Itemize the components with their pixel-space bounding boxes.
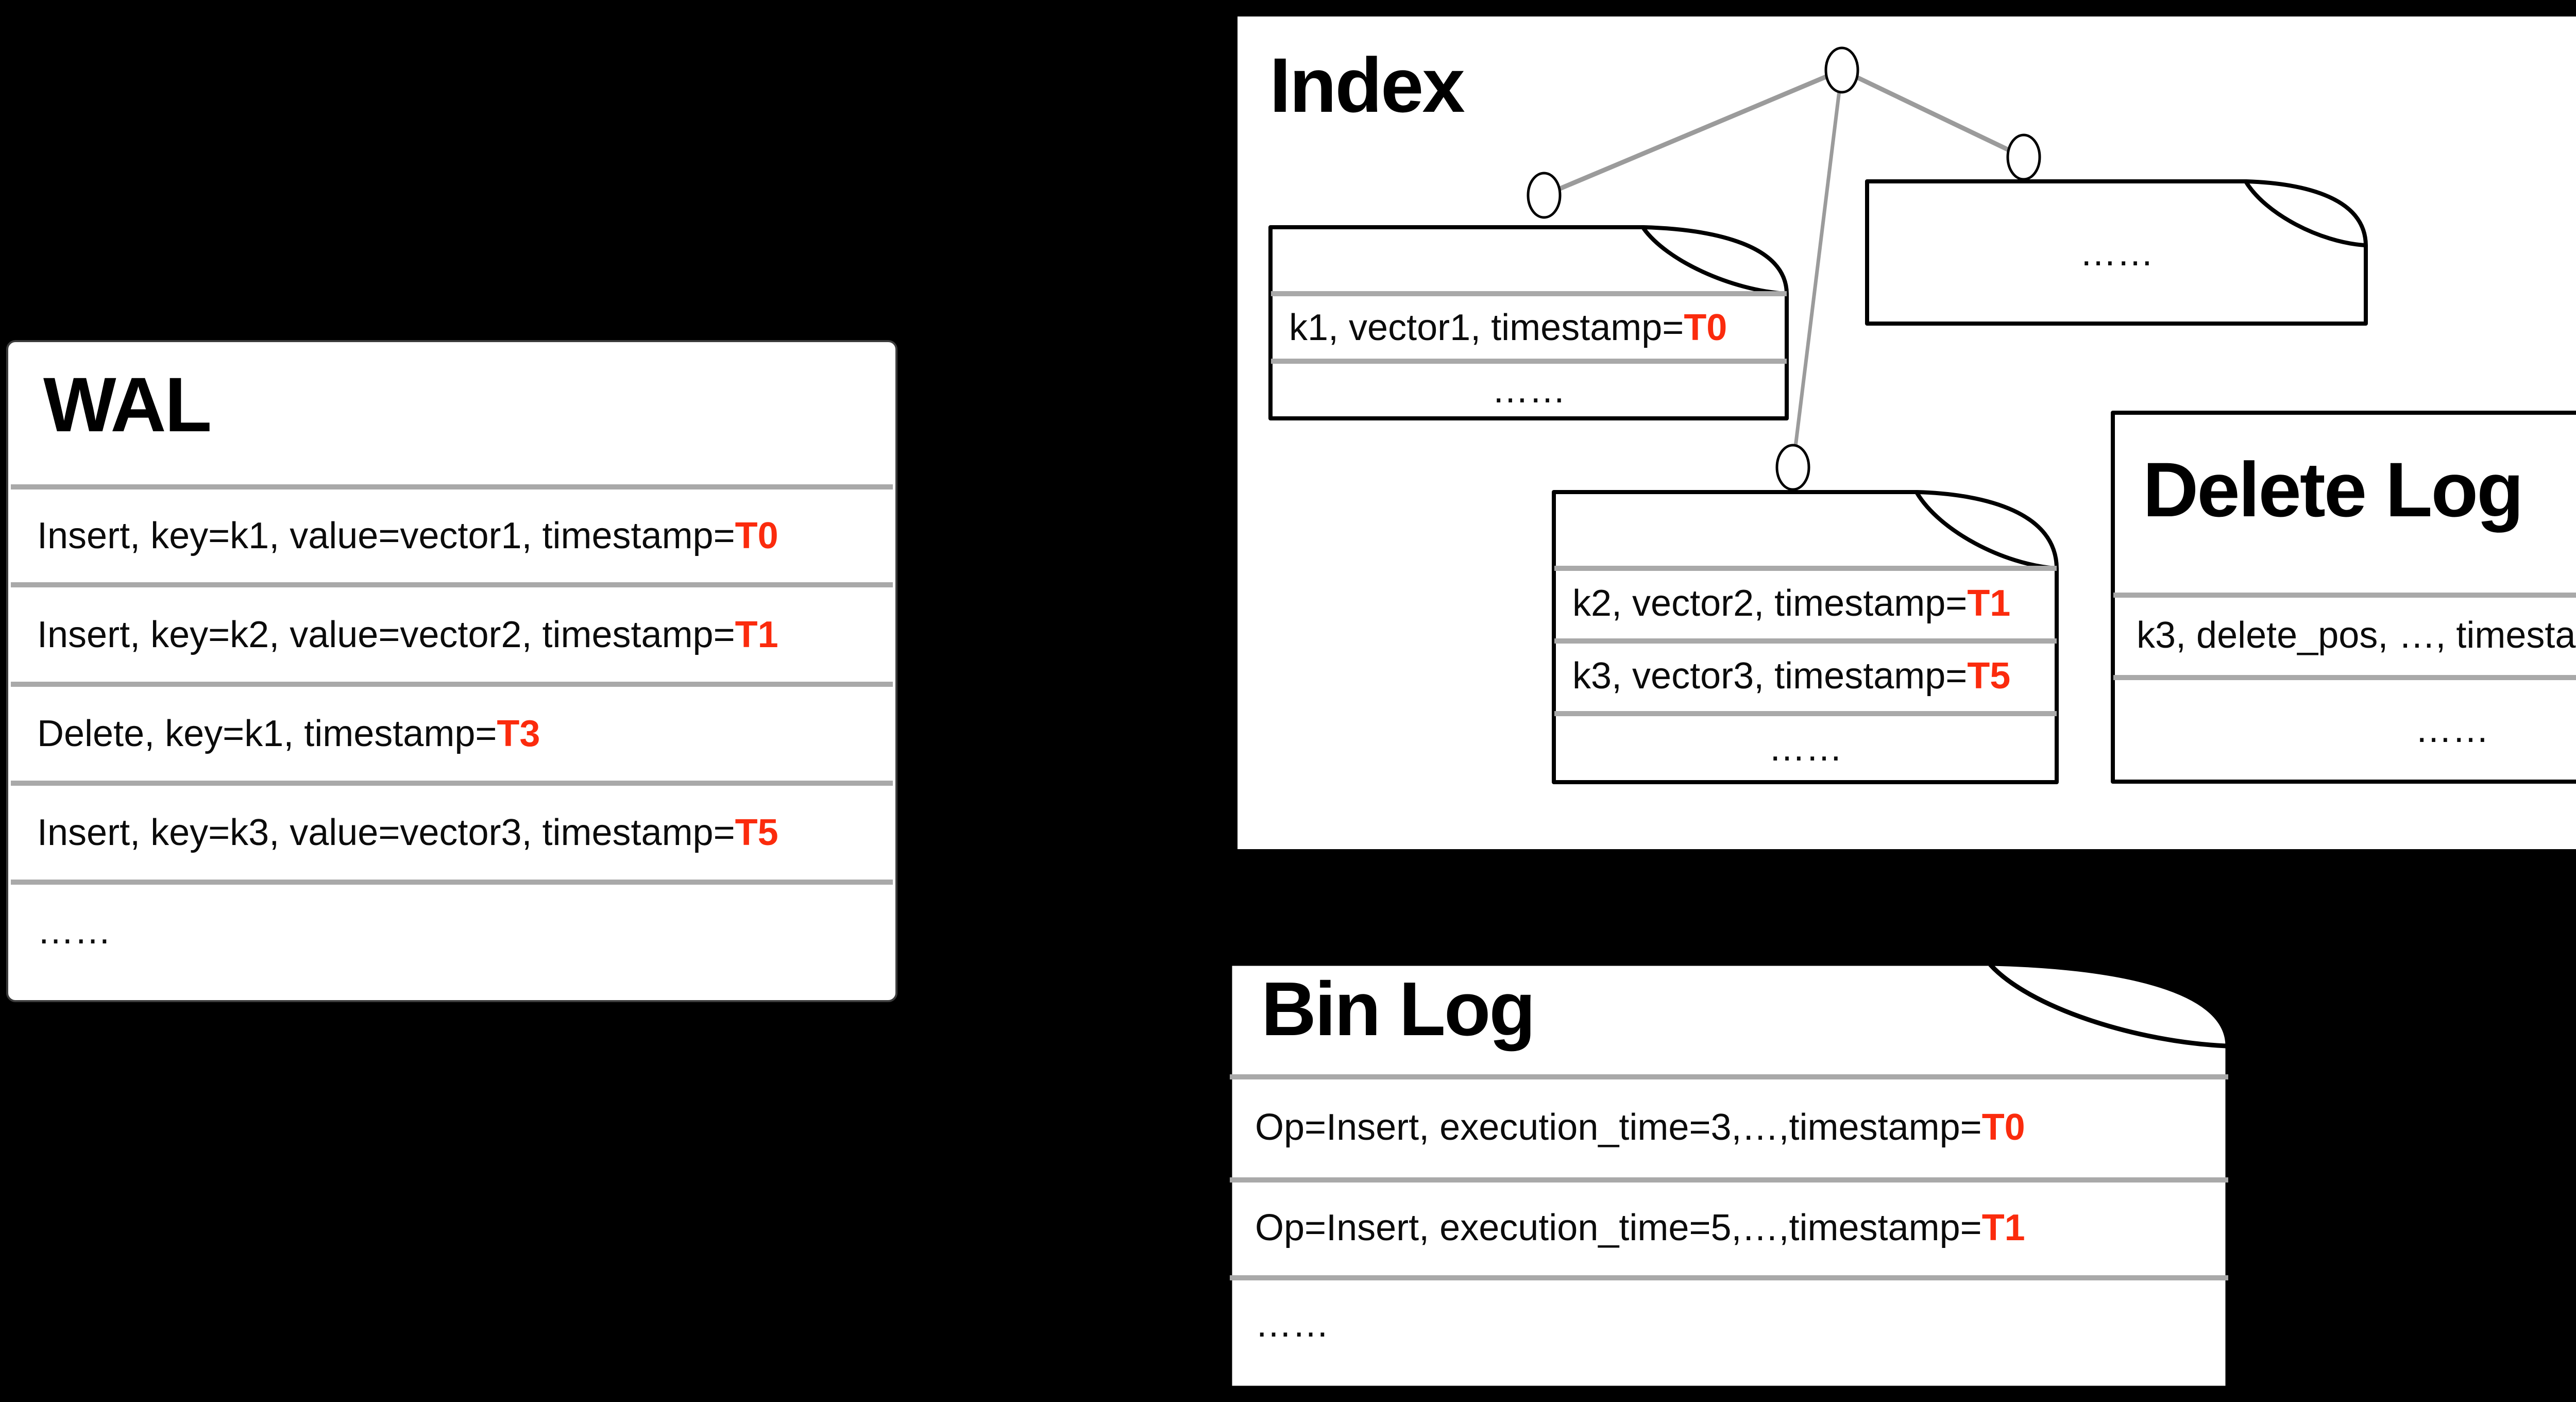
log-entry-text: Op=Insert, execution_time=3,…,timestamp= bbox=[1255, 1106, 1982, 1148]
tree-edge bbox=[1543, 67, 1843, 198]
page-fold-crease bbox=[2244, 181, 2365, 247]
delete-log-doc: Delete Log k3, delete_pos, …, timestamp=… bbox=[2111, 411, 2576, 784]
index-panel: Index k1, vector1, timestamp=T0 …… …… bbox=[1234, 13, 2576, 853]
index-segment-doc-more: …… bbox=[1865, 179, 2368, 326]
log-entry-text: Op=Insert, execution_time=5,…,timestamp= bbox=[1255, 1207, 1982, 1248]
log-entry-text: Insert, key=k2, value=vector2, timestamp… bbox=[37, 614, 735, 655]
divider bbox=[2113, 675, 2576, 680]
ellipsis-text: …… bbox=[1492, 369, 1566, 411]
timestamp-value: T3 bbox=[497, 713, 540, 754]
tree-node bbox=[1527, 172, 1562, 219]
timestamp-value: T5 bbox=[1967, 655, 2011, 697]
segment-more-row: …… bbox=[1552, 714, 2059, 782]
ellipsis-text: …… bbox=[2079, 232, 2154, 274]
page-outline bbox=[1227, 961, 2230, 1391]
log-entry-text: Delete, key=k1, timestamp= bbox=[37, 713, 497, 754]
divider bbox=[11, 582, 893, 587]
tree-edge bbox=[1841, 67, 2025, 160]
wal-log-row: Insert, key=k2, value=vector2, timestamp… bbox=[8, 587, 895, 682]
divider bbox=[11, 484, 893, 489]
divider bbox=[1230, 1177, 2228, 1183]
divider bbox=[1230, 1275, 2228, 1280]
page-fold-crease bbox=[1641, 227, 1786, 296]
timestamp-value: T0 bbox=[735, 515, 778, 556]
tree-root-node bbox=[1824, 46, 1859, 94]
wal-log-row: Delete, key=k1, timestamp=T3 bbox=[8, 687, 895, 781]
document-shape bbox=[1865, 179, 2368, 326]
wal-panel: WAL Insert, key=k1, value=vector1, times… bbox=[6, 340, 897, 1002]
index-title: Index bbox=[1269, 42, 1465, 128]
log-entry-text: k2, vector2, timestamp= bbox=[1572, 583, 1968, 624]
timestamp-value: T0 bbox=[1981, 1106, 2025, 1148]
wal-log-row: Insert, key=k1, value=vector1, timestamp… bbox=[8, 489, 895, 582]
log-entry-text: k3, vector3, timestamp= bbox=[1572, 655, 1968, 697]
divider bbox=[2113, 593, 2576, 598]
page-outline bbox=[1865, 179, 2368, 326]
divider bbox=[11, 880, 893, 885]
ellipsis-text: …… bbox=[1768, 727, 1843, 769]
timestamp-value: T1 bbox=[1981, 1207, 2025, 1248]
wal-title: WAL bbox=[43, 361, 212, 448]
segment-row: k2, vector2, timestamp=T1 bbox=[1552, 568, 2059, 638]
ellipsis-text: …… bbox=[1255, 1304, 1329, 1345]
log-entry-text: Insert, key=k3, value=vector3, timestamp… bbox=[37, 812, 735, 853]
delete-log-title: Delete Log bbox=[2143, 446, 2524, 533]
divider bbox=[1554, 711, 2057, 716]
delete-log-row: k3, delete_pos, …, timestamp=T3 bbox=[2111, 595, 2576, 675]
divider bbox=[1271, 291, 1787, 296]
wal-more-row: …… bbox=[8, 885, 895, 977]
ellipsis-text: …… bbox=[2415, 709, 2489, 750]
timestamp-value: T1 bbox=[735, 614, 778, 655]
log-entry-text: k3, delete_pos, …, timestamp= bbox=[2137, 614, 2576, 656]
log-entry-text: k1, vector1, timestamp= bbox=[1289, 307, 1684, 348]
page-fold-crease bbox=[1915, 492, 2056, 570]
bin-log-row: Op=Insert, execution_time=5,…,timestamp=… bbox=[1227, 1180, 2231, 1275]
index-segment-doc-k2-k3: k2, vector2, timestamp=T1 k3, vector3, t… bbox=[1552, 490, 2059, 785]
page-outline bbox=[1552, 490, 2059, 784]
bin-log-more-row: …… bbox=[1227, 1278, 2231, 1371]
tree-edge bbox=[1791, 70, 1844, 468]
segment-row: k1, vector1, timestamp=T0 bbox=[1268, 294, 1789, 361]
divider bbox=[1271, 359, 1787, 364]
timestamp-value: T5 bbox=[735, 812, 778, 853]
document-shape bbox=[1227, 961, 2230, 1391]
segment-more-row: …… bbox=[1268, 361, 1789, 418]
segment-more-row: …… bbox=[1865, 179, 2368, 326]
document-shape bbox=[1552, 490, 2059, 784]
divider bbox=[1554, 638, 2057, 644]
divider bbox=[11, 682, 893, 687]
timestamp-value: T0 bbox=[1684, 307, 1727, 348]
divider bbox=[1554, 566, 2057, 571]
delete-log-more-row: …… bbox=[2111, 678, 2576, 782]
timestamp-value: T1 bbox=[1967, 583, 2011, 624]
divider bbox=[1230, 1074, 2228, 1079]
bin-log-title: Bin Log bbox=[1261, 967, 1536, 1052]
segment-row: k3, vector3, timestamp=T5 bbox=[1552, 641, 2059, 711]
index-segment-doc-k1: k1, vector1, timestamp=T0 …… bbox=[1268, 225, 1789, 421]
wal-log-row: Insert, key=k3, value=vector3, timestamp… bbox=[8, 786, 895, 880]
tree-node bbox=[1775, 444, 1810, 491]
page-fold-crease bbox=[1988, 962, 2227, 1049]
ellipsis-text: …… bbox=[37, 910, 111, 952]
divider bbox=[11, 781, 893, 786]
log-entry-text: Insert, key=k1, value=vector1, timestamp… bbox=[37, 515, 735, 556]
bin-log-row: Op=Insert, execution_time=3,…,timestamp=… bbox=[1227, 1077, 2231, 1177]
tree-node bbox=[2006, 133, 2041, 181]
index-tree-graph bbox=[1527, 46, 2041, 491]
bin-log-doc: Bin Log Op=Insert, execution_time=3,…,ti… bbox=[1227, 961, 2231, 1391]
